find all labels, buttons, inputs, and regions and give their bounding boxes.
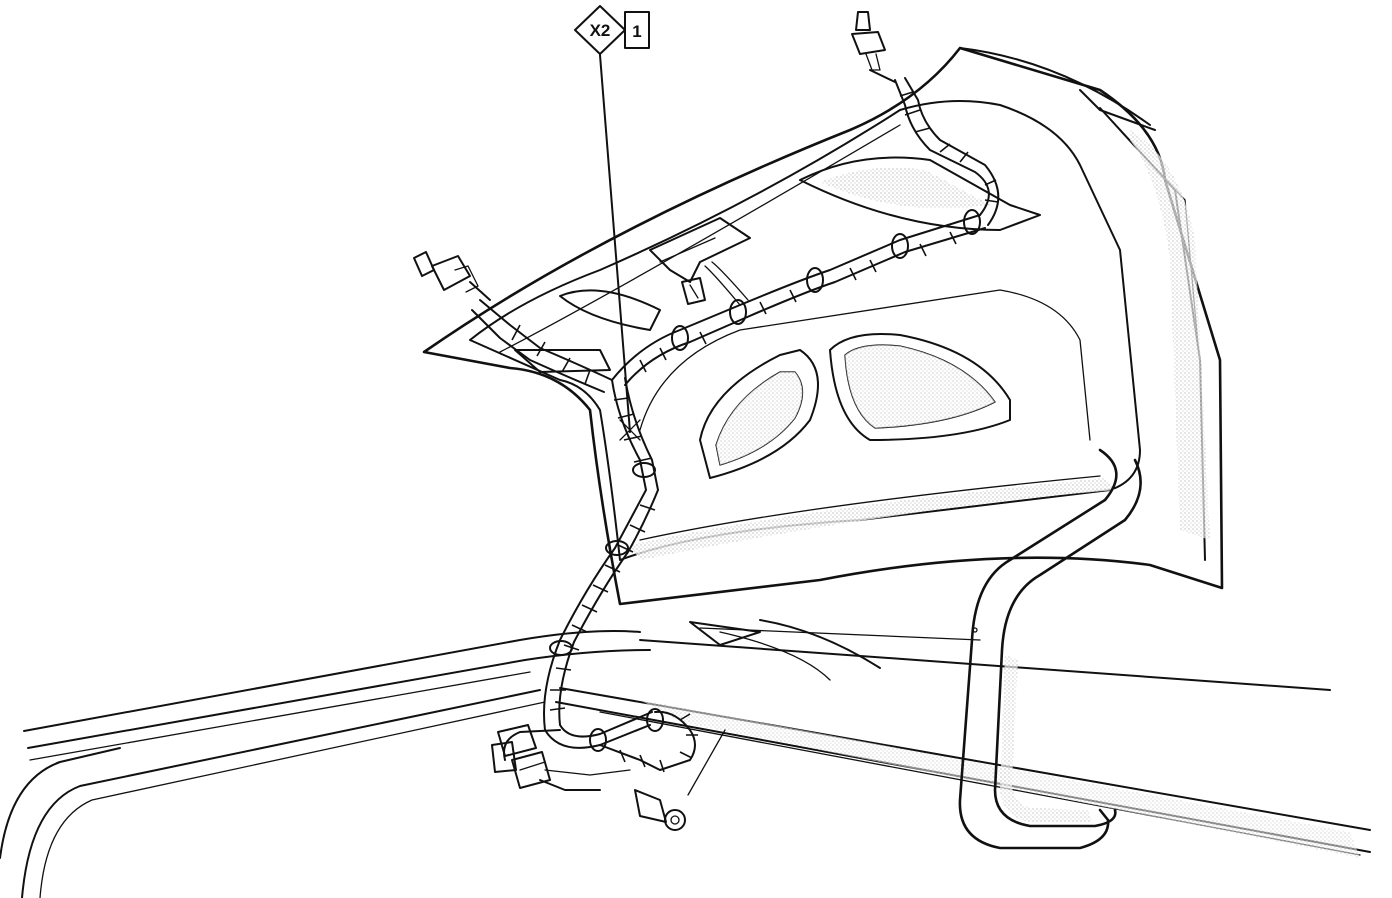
callout-leader-line	[599, 54, 631, 433]
harness-connectors	[491, 724, 726, 831]
callout-index-label: 1	[632, 22, 641, 41]
callout-index-box	[624, 11, 650, 49]
right-lamp-socket	[851, 11, 896, 83]
latch-bracket	[649, 217, 751, 305]
wiring-harness	[471, 77, 1000, 773]
body-trunk-opening	[0, 619, 1371, 898]
callout-target-marker	[619, 419, 641, 441]
callout-diamond	[574, 5, 626, 55]
trunk-lid-panel	[422, 46, 1224, 606]
trunk-hinge-arm	[958, 448, 1142, 850]
left-lamp-socket	[413, 251, 491, 301]
connector-callout: X2 1	[574, 5, 650, 441]
callout-connector-label: X2	[590, 21, 611, 40]
